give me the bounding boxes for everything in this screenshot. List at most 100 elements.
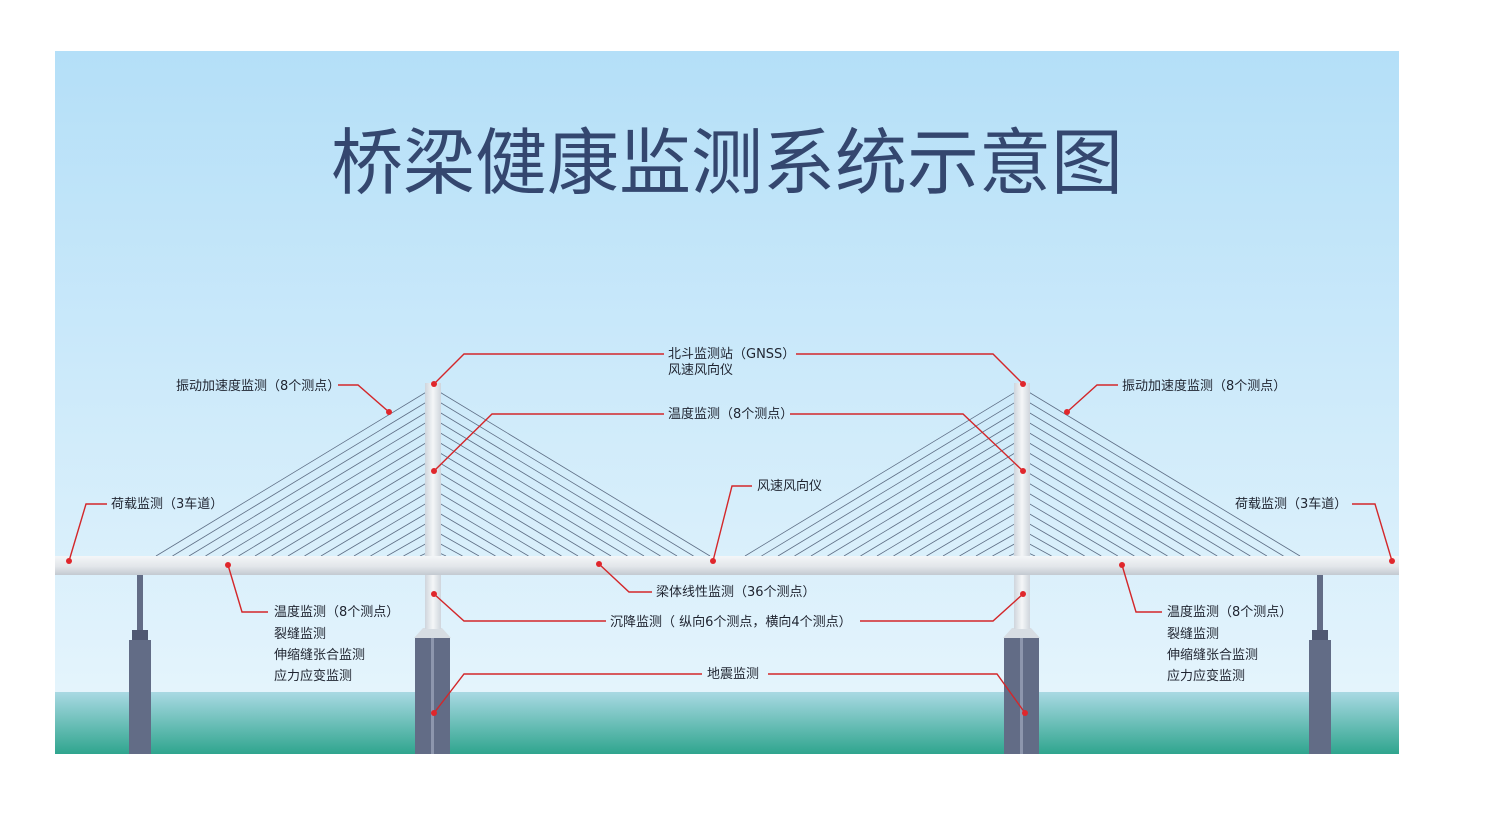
stay-cable	[893, 478, 1023, 557]
stay-cable	[432, 499, 529, 557]
sensor-points	[66, 381, 1395, 716]
stay-cable	[777, 407, 1023, 557]
main-pier-left	[414, 628, 451, 754]
left-group-item: 伸缩缝张合监测	[274, 647, 365, 663]
right-group-item: 应力应变监测	[1167, 668, 1245, 684]
wind-sensor-mid	[710, 558, 716, 564]
seismic-sensor-left	[431, 710, 437, 716]
stay-cable	[271, 458, 434, 557]
stay-cable	[909, 488, 1023, 557]
approach-pier-right	[1309, 575, 1331, 754]
stay-cables	[155, 387, 1301, 557]
stay-cable	[1021, 387, 1301, 557]
gnss-sensor-right	[1020, 381, 1026, 387]
stay-cable	[353, 509, 434, 557]
stay-cable	[1021, 418, 1251, 557]
vibration-sensor-right	[1064, 409, 1070, 415]
stay-cable	[827, 438, 1023, 557]
stay-cable	[320, 488, 434, 557]
left-group-item: 裂缝监测	[274, 627, 326, 642]
main-pier-right	[1003, 628, 1040, 754]
sky-background	[55, 51, 1399, 692]
stay-cable	[810, 428, 1023, 557]
load-sensor-left	[66, 558, 72, 564]
left-group-item: 应力应变监测	[274, 668, 352, 684]
stay-cable	[876, 468, 1023, 557]
stay-cable	[432, 428, 645, 557]
stay-cable	[432, 509, 513, 557]
stay-cable	[794, 418, 1023, 557]
leader-lines	[68, 353, 1393, 714]
stay-cable	[188, 407, 434, 557]
vibration-label-left: 振动加速度监测（8个测点）	[176, 378, 340, 394]
stay-cable	[238, 438, 434, 557]
tower-temp-label: 温度监测（8个测点）	[668, 406, 793, 422]
tower-temp-sensor-right	[1020, 468, 1026, 474]
stay-cable	[1021, 397, 1284, 557]
stay-cable	[287, 468, 434, 557]
deck-sensor-right	[1119, 562, 1125, 568]
stay-cable	[1021, 519, 1085, 557]
vibration-sensor-left	[386, 409, 392, 415]
stay-cable	[432, 488, 546, 557]
stay-cable	[1021, 499, 1119, 557]
gnss-wind-label: 风速风向仪	[668, 362, 733, 378]
stay-cable	[432, 438, 628, 557]
stay-cable	[942, 509, 1023, 557]
approach-pier-left	[129, 575, 151, 754]
stay-cable	[205, 418, 434, 557]
stay-cable	[1021, 468, 1168, 557]
stay-cable	[155, 387, 434, 557]
stay-cable	[1021, 488, 1135, 557]
stay-cable	[432, 519, 496, 557]
stay-cable	[1021, 448, 1201, 557]
stay-cable	[304, 478, 434, 557]
stay-cable	[172, 397, 434, 557]
stay-cable	[432, 387, 711, 557]
stay-cable	[926, 499, 1023, 557]
stay-cable	[432, 448, 612, 557]
gnss-label: 北斗监测站（GNSS）	[668, 347, 795, 362]
alignment-label: 梁体线性监测（36个测点）	[656, 585, 816, 600]
tower-temp-sensor-left	[431, 468, 437, 474]
stay-cable	[1021, 407, 1268, 557]
settlement-sensor-left	[431, 591, 437, 597]
left-group-item: 温度监测（8个测点）	[274, 604, 399, 620]
alignment-sensor	[596, 561, 602, 567]
load-label-left: 荷载监测（3车道）	[111, 496, 223, 512]
stay-cable	[1021, 458, 1185, 557]
stay-cable	[337, 499, 434, 557]
stay-cable	[860, 458, 1023, 557]
deck-sensor-left	[225, 562, 231, 568]
stay-cable	[432, 468, 579, 557]
stay-cable	[1021, 478, 1152, 557]
seismic-sensor-right	[1022, 710, 1028, 716]
stay-cable	[432, 397, 694, 557]
stay-cable	[761, 397, 1023, 557]
stay-cable	[432, 418, 661, 557]
right-group-item: 裂缝监测	[1167, 627, 1219, 642]
wind-label-mid: 风速风向仪	[757, 478, 822, 494]
stay-cable	[432, 458, 595, 557]
left-deck-label-group: 温度监测（8个测点） 裂缝监测 伸缩缝张合监测 应力应变监测	[274, 604, 399, 684]
stay-cable	[221, 428, 434, 557]
right-group-item: 温度监测（8个测点）	[1167, 604, 1292, 620]
gnss-sensor-left	[431, 381, 437, 387]
settlement-label: 沉降监测（ 纵向6个测点，横向4个测点）	[610, 614, 852, 630]
vibration-label-right: 振动加速度监测（8个测点）	[1122, 378, 1286, 394]
stay-cable	[432, 478, 562, 557]
stay-cable	[1021, 438, 1218, 557]
stay-cable	[370, 519, 434, 557]
stay-cable	[1021, 428, 1234, 557]
stay-cable	[959, 519, 1023, 557]
stay-cable	[254, 448, 434, 557]
water-surface	[55, 692, 1399, 754]
diagram-title: 桥梁健康监测系统示意图	[331, 121, 1123, 205]
seismic-label: 地震监测	[707, 667, 759, 682]
right-group-item: 伸缩缝张合监测	[1167, 647, 1258, 663]
right-deck-label-group: 温度监测（8个测点） 裂缝监测 伸缩缝张合监测 应力应变监测	[1167, 604, 1292, 684]
stay-cable	[744, 387, 1023, 557]
load-sensor-right	[1389, 558, 1395, 564]
settlement-sensor-right	[1020, 591, 1026, 597]
